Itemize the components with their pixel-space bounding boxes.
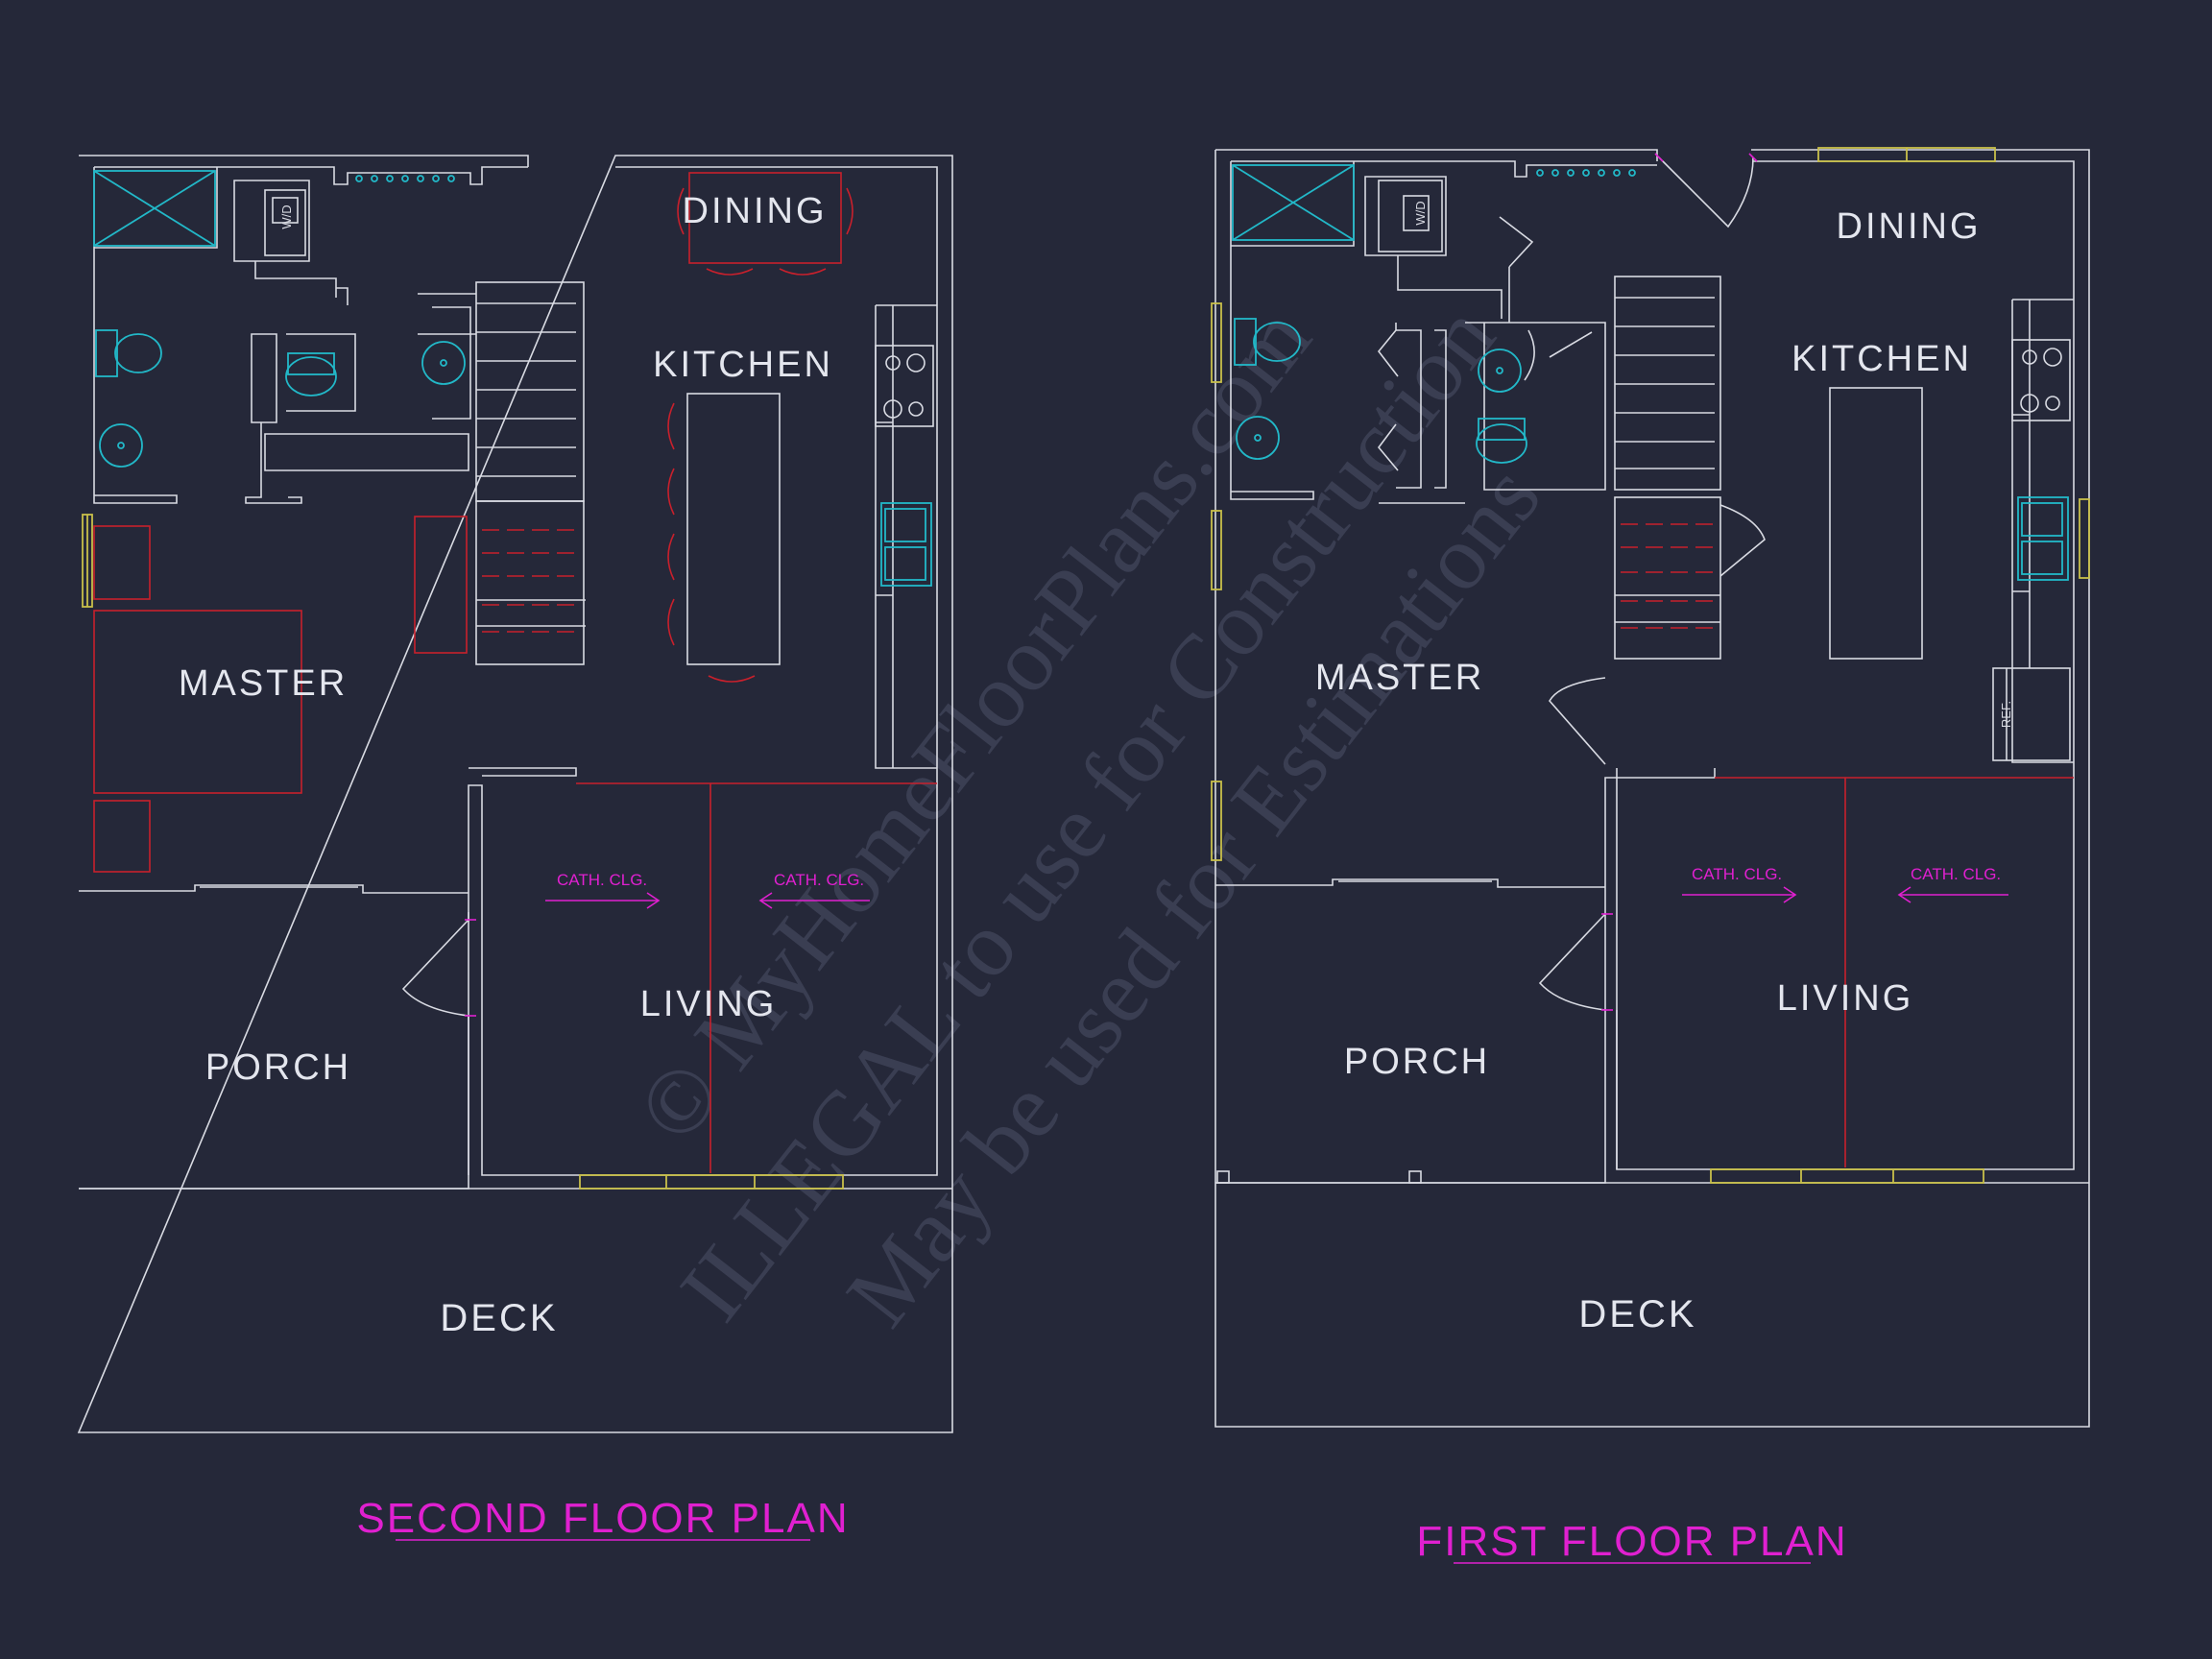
first-floor-ceiling-lines xyxy=(1715,777,2074,1167)
second-floor-porch-label: PORCH xyxy=(205,1047,351,1088)
second-floor-living-label: LIVING xyxy=(640,984,778,1024)
first-floor-kitchen-label: KITCHEN xyxy=(1791,339,1972,379)
watermark-line-2: ILLEGAL to use for Construction xyxy=(660,286,1514,1339)
first-floor-light-row xyxy=(1536,169,1636,177)
second-floor-deck-label: DECK xyxy=(440,1297,558,1339)
first-floor-cooktop xyxy=(2011,339,2071,421)
first-floor-deck-label: DECK xyxy=(1578,1293,1696,1335)
first-floor-exterior-wall xyxy=(1214,149,2090,1428)
first-floor-sink-2 xyxy=(1478,349,1522,393)
first-floor-wd-label: W/D xyxy=(1413,201,1428,225)
second-floor-kitchen-counter xyxy=(875,304,937,769)
second-floor-toilet-1 xyxy=(95,329,162,377)
first-floor-ceiling-label-right: CATH. CLG. xyxy=(1911,865,2001,883)
second-floor-ceiling-arrows xyxy=(545,892,870,909)
second-floor-title: SECOND FLOOR PLAN xyxy=(356,1495,849,1542)
second-floor-kitchen-label: KITCHEN xyxy=(653,345,833,385)
second-floor-master-label: MASTER xyxy=(179,663,348,704)
second-floor-washer-dryer xyxy=(264,189,306,256)
second-floor-windows xyxy=(82,514,844,1190)
first-floor-shower xyxy=(1232,164,1355,241)
first-floor-plan: W/D xyxy=(1211,147,2090,1565)
first-floor-washer-dryer xyxy=(1378,180,1443,252)
first-floor-ceiling-arrows xyxy=(1682,886,2008,903)
first-floor-sink-1 xyxy=(1236,416,1280,460)
first-floor-ceiling-label-left: CATH. CLG. xyxy=(1692,865,1782,883)
second-floor-shower xyxy=(93,170,216,247)
first-floor-porch-post-2 xyxy=(1408,1170,1422,1184)
first-floor-title: FIRST FLOOR PLAN xyxy=(1416,1518,1847,1565)
second-floor-ceiling-label-right: CATH. CLG. xyxy=(774,871,864,889)
first-floor-living-wall xyxy=(1616,768,1716,1169)
first-floor-closet-door xyxy=(1719,504,1766,577)
first-floor-entry-door xyxy=(1538,913,1606,1011)
first-floor-porch-post-1 xyxy=(1216,1170,1230,1184)
second-floor-furniture xyxy=(93,172,937,1173)
first-floor-bath-walls xyxy=(1230,161,1606,504)
first-floor-ref-label: REF. xyxy=(1999,701,2013,728)
second-floor-living-wall xyxy=(468,767,577,1175)
first-floor-living-label: LIVING xyxy=(1777,978,1914,1019)
first-floor-kitchen-counter xyxy=(2011,299,2074,763)
first-floor-refrigerator xyxy=(1992,667,2071,761)
first-floor-front-door xyxy=(1658,156,1754,228)
first-floor-dining-label: DINING xyxy=(1837,206,1982,247)
second-floor-porch-wall xyxy=(79,884,469,894)
first-floor-kitchen-island xyxy=(1829,387,1923,660)
second-floor-stairs xyxy=(475,281,586,665)
first-floor-porch-wall xyxy=(1215,878,1605,888)
second-floor-toilet-2 xyxy=(285,352,337,397)
first-floor-toilet-2 xyxy=(1476,418,1527,464)
second-floor-entry-door xyxy=(401,919,469,1017)
first-floor-master-door xyxy=(1549,677,1606,765)
second-floor-ceiling-label-left: CATH. CLG. xyxy=(557,871,647,889)
second-floor-plan: W/D xyxy=(77,155,953,1542)
first-floor-toilet-1 xyxy=(1234,318,1301,366)
second-floor-kitchen-sink xyxy=(880,502,932,587)
first-floor-stairs xyxy=(1614,276,1721,660)
first-floor-master-label: MASTER xyxy=(1315,658,1484,698)
second-floor-sink-2 xyxy=(421,341,466,385)
second-floor-cooktop xyxy=(875,345,934,427)
second-floor-wd-label: W/D xyxy=(279,204,294,228)
first-floor-windows xyxy=(1211,147,2090,1184)
second-floor-bath-walls xyxy=(93,167,476,504)
first-floor-porch-label: PORCH xyxy=(1344,1042,1490,1082)
first-floor-kitchen-sink xyxy=(2017,496,2069,581)
second-floor-kitchen-island xyxy=(686,393,781,665)
second-floor-dining-label: DINING xyxy=(683,191,828,231)
second-floor-sink-1 xyxy=(99,423,143,468)
second-floor-light-row xyxy=(355,175,455,182)
first-floor-inner-wall xyxy=(1215,160,2075,1184)
second-floor-exterior-wall xyxy=(77,155,953,1433)
